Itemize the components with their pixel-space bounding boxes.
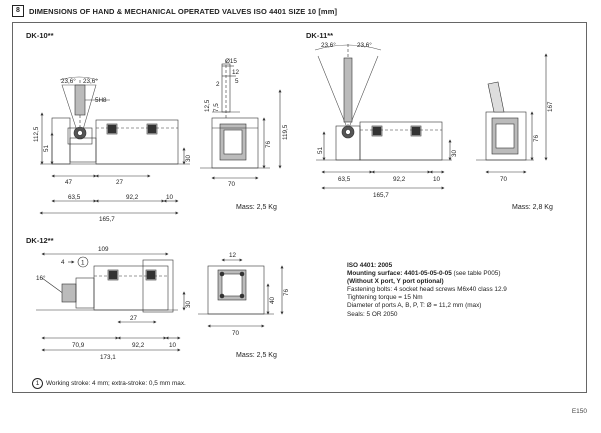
dk12-w173: 173,1 <box>100 354 116 361</box>
section-title: DIMENSIONS OF HAND & MECHANICAL OPERATED… <box>29 6 338 16</box>
spec-mounting: Mounting surface: 4401-05-05-0-05 (see t… <box>347 270 582 278</box>
dk10-d12-5: 12,5 <box>204 99 211 112</box>
dk11-side-dims: 70 76 167 <box>500 101 554 183</box>
dk11-w63: 63,5 <box>338 176 351 183</box>
dk12-w10: 10 <box>169 342 177 349</box>
spec-block: ISO 4401: 2005 Mounting surface: 4401-05… <box>347 262 582 319</box>
dk10-h30: 30 <box>185 154 192 162</box>
dk10-w92: 92,2 <box>126 194 139 201</box>
dk11-w10: 10 <box>433 176 441 183</box>
dk12-front-dims: 109 4 1 16° 27 70,9 92,2 10 173,1 30 <box>36 246 192 361</box>
dk11-w165: 165,7 <box>373 192 389 199</box>
dk12-callout: 1 <box>81 260 85 267</box>
dk12-w70: 70,9 <box>72 342 85 349</box>
dk10-front-view <box>39 76 190 215</box>
dk12-w70side: 70 <box>232 330 240 337</box>
footnote: 1 Working stroke: 4 mm; extra-stroke: 0,… <box>32 378 186 389</box>
dk10-fit: 5H8 <box>95 97 107 104</box>
drawing-frame <box>12 22 587 393</box>
dk11-h167: 167 <box>547 101 554 112</box>
dk11-angle-right: 23,6° <box>357 41 372 49</box>
dk12-w92: 92,2 <box>132 342 145 349</box>
dk10-side-view <box>200 60 282 180</box>
spec-torque: Tightening torque = 15 Nm <box>347 294 423 302</box>
spec-mounting-ref: (see table P005) <box>451 270 501 278</box>
spec-seals: Seals: 5 OR 2050 <box>347 310 398 318</box>
dk10-mass: Mass: 2,5 Kg <box>236 204 277 211</box>
dk12-h76: 76 <box>283 288 290 296</box>
dk11-w92: 92,2 <box>393 176 406 183</box>
footnote-text: Working stroke: 4 mm; extra-stroke: 0,5 … <box>46 380 186 387</box>
spec-mounting-bold: Mounting surface: 4401-05-05-0-05 <box>347 270 452 278</box>
dk10-d15: Ø15 <box>225 58 237 65</box>
dk11-label: DK-11** <box>306 31 334 40</box>
dk10-w47: 47 <box>65 179 73 186</box>
dk12-front-view <box>36 252 186 352</box>
dk12-label: DK-12** <box>26 236 54 245</box>
dk10-w10: 10 <box>166 194 174 201</box>
dk10-w165: 165,7 <box>99 216 115 223</box>
dk11-side-view <box>476 53 548 174</box>
dk12-w27: 27 <box>130 315 138 322</box>
dk10-angle-right: 23,6° <box>83 77 98 85</box>
spec-bolts: Fastening bolts: 4 socket head screws M6… <box>347 286 507 294</box>
dk10-d2: 2 <box>216 81 220 88</box>
dk10-label: DK-10** <box>26 31 54 40</box>
dk12-w109: 109 <box>98 246 109 253</box>
dk12-d12: 12 <box>229 252 237 259</box>
dk10-d7-5: 7,5 <box>213 103 220 112</box>
spec-diameter: Diameter of ports A, B, P, T: Ø = 11,2 m… <box>347 302 482 310</box>
section-header: 8 DIMENSIONS OF HAND & MECHANICAL OPERAT… <box>12 4 337 18</box>
dk12-side-view <box>198 258 284 328</box>
dk12-mass: Mass: 2,5 Kg <box>236 352 277 359</box>
dk11-front-view <box>314 44 452 190</box>
dk10-height: 112,5 <box>33 126 40 142</box>
footnote-marker: 1 <box>32 378 43 389</box>
dk10-h51: 51 <box>43 144 50 152</box>
dk11-h51: 51 <box>317 146 324 154</box>
dk10-h76: 76 <box>265 140 272 148</box>
dk11-h30: 30 <box>451 149 458 157</box>
dk11-h76: 76 <box>533 134 540 142</box>
dk10-front-dims: 23,6° 23,6° 5H8 112,5 51 47 27 63,5 92,2… <box>33 77 192 223</box>
dk12-d4: 4 <box>61 259 65 266</box>
dk11-front-dims: 23,6° 23,6° 51 63,5 92,2 10 165,7 30 <box>317 41 458 199</box>
dk10-d12: 12 <box>232 69 240 76</box>
dk10-side-dims: Ø15 12 5 2 12,5 7,5 70 76 119,5 <box>204 58 289 188</box>
spec-ports-note: (Without X port, Y port optional) <box>347 278 444 286</box>
dk10-h119: 119,5 <box>282 124 289 140</box>
dk12-angle16: 16° <box>36 274 46 282</box>
dk11-w70: 70 <box>500 176 508 183</box>
spec-standard: ISO 4401: 2005 <box>347 262 393 269</box>
dk10-d5: 5 <box>235 78 239 85</box>
dk10-angle-left: 23,6° <box>61 77 76 85</box>
dk12-side-dims: 12 70 40 76 <box>229 252 290 337</box>
section-number: 8 <box>12 5 24 17</box>
dk10-w63: 63,5 <box>68 194 81 201</box>
dk10-w27: 27 <box>116 179 124 186</box>
page-number: E150 <box>571 408 587 415</box>
dk10-w70: 70 <box>228 181 236 188</box>
dk12-h30: 30 <box>185 300 192 308</box>
dk11-angle-left: 23,6° <box>321 41 336 49</box>
dk11-mass: Mass: 2,8 Kg <box>512 204 553 211</box>
dk12-h40: 40 <box>269 296 276 304</box>
